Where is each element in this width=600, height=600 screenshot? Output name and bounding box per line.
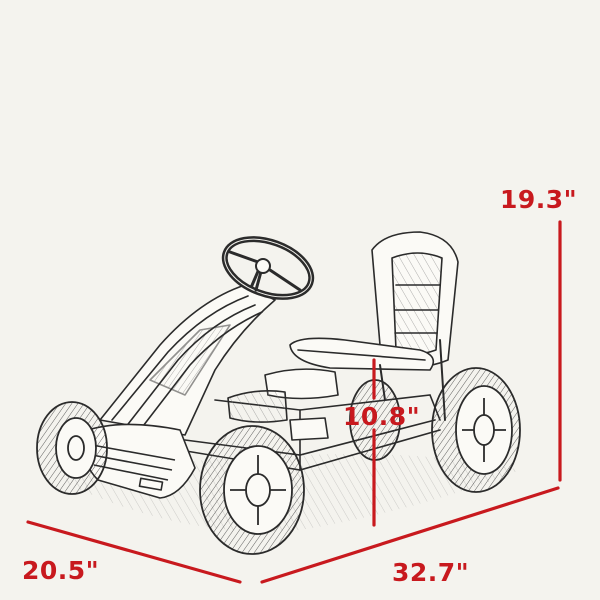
- length-dimension-line: [260, 486, 560, 584]
- wheel-rear-right: [431, 367, 521, 493]
- pedal-block: [227, 368, 339, 441]
- width-dimension-line: [26, 520, 242, 584]
- length-label: 32.7": [392, 558, 470, 587]
- dimension-lines: [26, 220, 562, 584]
- wheel-front-left: [36, 401, 108, 495]
- steering-column: [99, 260, 276, 436]
- height-label: 19.3": [500, 185, 578, 214]
- seat-height-label: 10.8": [343, 402, 421, 431]
- wheel-front-right: [199, 425, 305, 555]
- seat: [289, 231, 459, 421]
- steering-wheel: [221, 236, 315, 300]
- front-bumper: [81, 423, 196, 499]
- width-label: 20.5": [22, 556, 100, 585]
